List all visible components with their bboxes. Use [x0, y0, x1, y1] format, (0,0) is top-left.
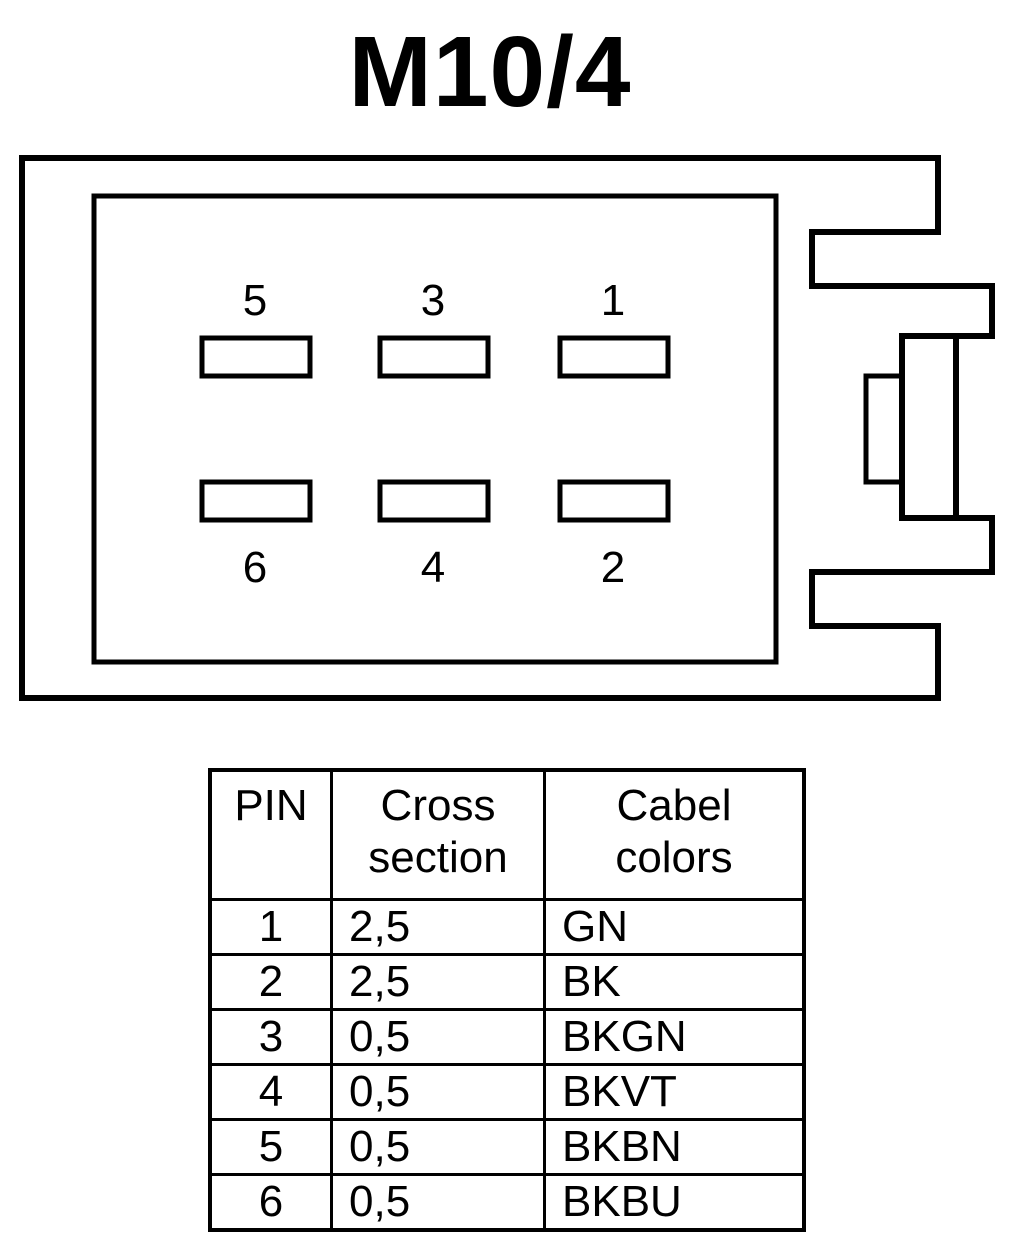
table-row: 6 0,5 BKBU — [208, 1173, 806, 1232]
pin-slot-1 — [557, 335, 671, 379]
table-row: 4 0,5 BKVT — [208, 1063, 806, 1121]
pin-slot-5 — [199, 335, 313, 379]
table-header-row: PIN Cross section Cabel colors — [208, 768, 806, 901]
cell-pin: 6 — [208, 1173, 333, 1232]
pin-label: 3 — [421, 276, 445, 325]
pin-label: 1 — [601, 276, 625, 325]
cell-cross-section: 2,5 — [330, 898, 546, 956]
cell-cross-section: 0,5 — [330, 1173, 546, 1232]
table-row: 5 0,5 BKBN — [208, 1118, 806, 1176]
cell-cross-section: 0,5 — [330, 1063, 546, 1121]
connector-latch — [902, 333, 959, 521]
connector-face — [91, 193, 779, 665]
pin-slot-4 — [377, 479, 491, 523]
header-pin: PIN — [208, 768, 333, 901]
header-pin-label: PIN — [234, 781, 308, 830]
header-cable-colors: Cabel colors — [543, 768, 806, 901]
table-row: 2 2,5 BK — [208, 953, 806, 1011]
cell-color: BK — [543, 953, 806, 1011]
connector-latch-tab — [863, 373, 905, 485]
cell-pin: 2 — [208, 953, 333, 1011]
cell-color: BKBN — [543, 1118, 806, 1176]
cell-cross-section: 0,5 — [330, 1118, 546, 1176]
pin-label: 6 — [243, 543, 267, 592]
pin-slot-3 — [377, 335, 491, 379]
pin-slot-6 — [199, 479, 313, 523]
connector-housing — [19, 155, 995, 701]
cell-pin: 4 — [208, 1063, 333, 1121]
cell-cross-section: 2,5 — [330, 953, 546, 1011]
pin-slot-2 — [557, 479, 671, 523]
cell-color: GN — [543, 898, 806, 956]
header-cable-colors-line2: colors — [615, 833, 733, 882]
cell-cross-section: 0,5 — [330, 1008, 546, 1066]
cell-color: BKGN — [543, 1008, 806, 1066]
cell-pin: 3 — [208, 1008, 333, 1066]
cell-pin: 1 — [208, 898, 333, 956]
header-cross-section: Cross section — [330, 768, 546, 901]
connector-drawing: 5 3 1 6 4 2 — [19, 155, 995, 701]
header-cross-section-line2: section — [368, 833, 508, 882]
table-row: 3 0,5 BKGN — [208, 1008, 806, 1066]
pin-table: PIN Cross section Cabel colors 1 2,5 GN … — [208, 768, 806, 1232]
cell-pin: 5 — [208, 1118, 333, 1176]
pin-label: 4 — [421, 543, 445, 592]
pin-label: 2 — [601, 543, 625, 592]
table-row: 1 2,5 GN — [208, 898, 806, 956]
cell-color: BKVT — [543, 1063, 806, 1121]
cell-color: BKBU — [543, 1173, 806, 1232]
pin-label: 5 — [243, 276, 267, 325]
header-cross-section-line1: Cross — [380, 781, 496, 830]
diagram-title: M10/4 — [348, 16, 632, 128]
header-cable-colors-line1: Cabel — [616, 781, 732, 830]
